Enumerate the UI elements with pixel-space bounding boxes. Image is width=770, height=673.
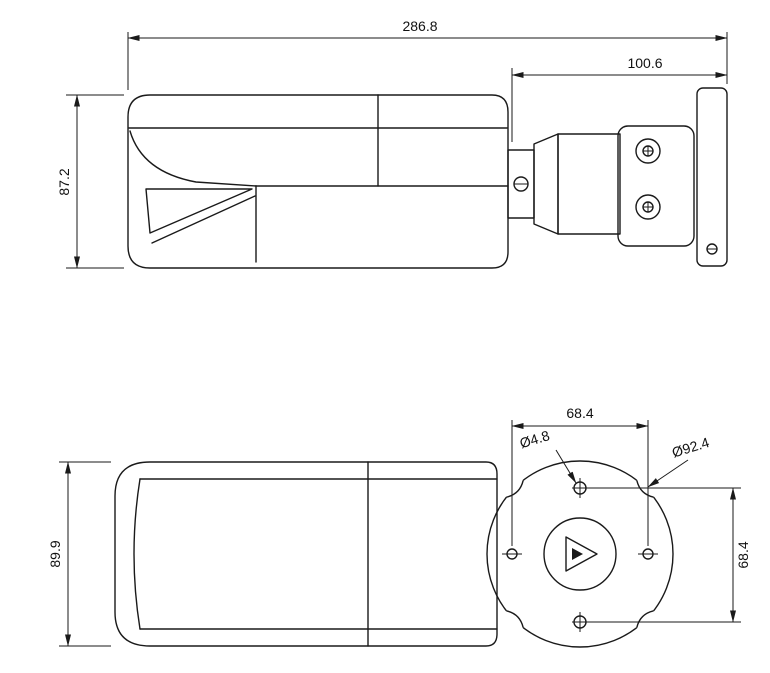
leader-line bbox=[647, 459, 689, 488]
side-height-label: 87.2 bbox=[56, 168, 72, 195]
overall-length-label: 286.8 bbox=[402, 18, 437, 34]
leader-hole-diameter: Ø4.8 bbox=[518, 427, 577, 484]
bracket-screw-top-icon bbox=[635, 138, 661, 164]
hood-wedge-line bbox=[151, 195, 256, 244]
hole-diameter-label: Ø4.8 bbox=[518, 427, 552, 451]
mount-hole-left bbox=[502, 548, 522, 560]
body-width-label: 89.9 bbox=[47, 540, 63, 567]
dim-hole-spacing-horizontal: 68.4 bbox=[511, 405, 649, 546]
bracket-screw-bottom-icon bbox=[635, 194, 661, 220]
leader-base-diameter: Ø92.4 bbox=[647, 434, 711, 488]
mount-hole-top bbox=[572, 478, 588, 498]
bracket-arm bbox=[557, 133, 621, 235]
hood-inner-curve bbox=[129, 130, 257, 187]
top-view bbox=[114, 460, 674, 648]
base-notch bbox=[634, 608, 659, 633]
bracket-cone bbox=[533, 133, 559, 235]
base-inner-circle bbox=[543, 517, 617, 591]
hole-spacing-horizontal-label: 68.4 bbox=[566, 405, 593, 421]
leader-line bbox=[555, 449, 577, 484]
direction-arrow-icon bbox=[572, 548, 583, 560]
side-view bbox=[127, 87, 728, 269]
body-top-outline bbox=[114, 461, 498, 647]
base-notch bbox=[501, 608, 526, 633]
dim-overall-length: 286.8 bbox=[127, 18, 728, 90]
mount-hole-right bbox=[638, 548, 658, 560]
hole-spacing-vertical-label: 68.4 bbox=[735, 541, 751, 568]
bracket-length-label: 100.6 bbox=[627, 55, 662, 71]
cable-hole-triangle bbox=[565, 536, 598, 572]
base-notch bbox=[501, 475, 526, 500]
camera-body-outline bbox=[127, 94, 509, 269]
dim-side-height: 87.2 bbox=[56, 94, 124, 269]
mount-hole-bottom bbox=[572, 612, 588, 632]
dim-bracket-length: 100.6 bbox=[511, 55, 728, 142]
dim-hole-spacing-vertical: 68.4 bbox=[588, 487, 751, 623]
mount-base-circle bbox=[486, 460, 674, 648]
base-diameter-label: Ø92.4 bbox=[670, 434, 711, 461]
body-front-arc bbox=[133, 478, 141, 630]
wall-plate bbox=[696, 87, 728, 267]
dim-body-width: 89.9 bbox=[47, 461, 111, 647]
hood-wedge bbox=[145, 188, 253, 234]
bracket-head bbox=[617, 125, 695, 247]
